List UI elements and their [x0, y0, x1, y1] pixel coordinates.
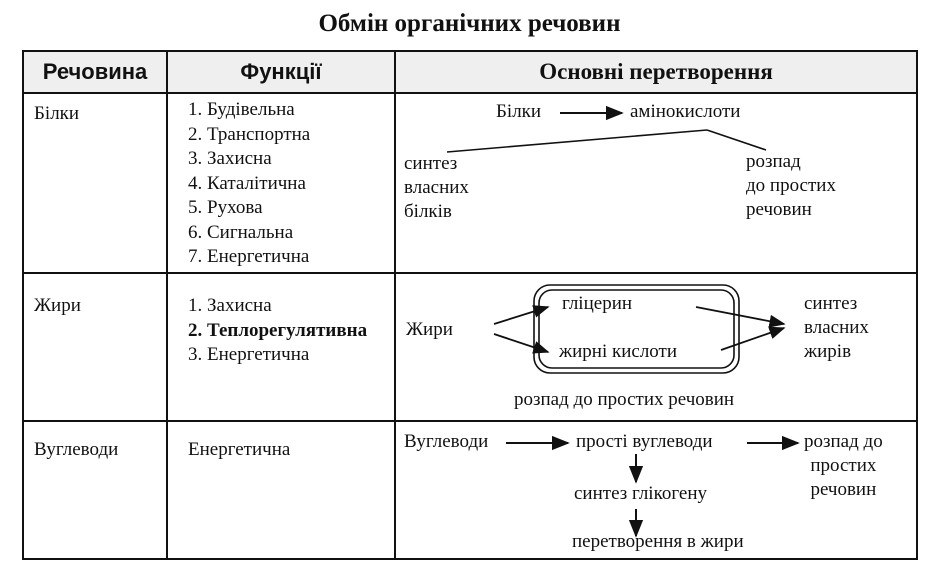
flow-fatty-acids: жирні кислоти — [559, 341, 678, 362]
substance-fats: Жири — [34, 295, 81, 316]
line-amino-to-breakdown — [706, 129, 767, 151]
row-divider-1 — [24, 272, 916, 274]
flow-fats-start: Жири — [406, 319, 453, 340]
header-functions: Функції — [168, 52, 394, 92]
arrow-glycerol-to-synthesis — [695, 306, 786, 328]
function-item: 6. Сигнальна — [188, 221, 294, 243]
metabolism-table: Речовина Функції Основні перетворення Бі… — [22, 50, 918, 560]
transformations-diagram — [446, 105, 800, 538]
products-frame-inner — [538, 289, 735, 369]
flow-amino-acids: амінокислоти — [630, 101, 741, 122]
column-divider-1 — [166, 52, 168, 558]
substance-carbohydrates: Вуглеводи — [34, 439, 119, 460]
arrow-fats-to-glycerol — [493, 305, 550, 325]
flow-carb-breakdown: розпад до простих речовин — [804, 431, 883, 500]
header-transformations: Основні перетворення — [396, 52, 916, 92]
function-item: 1. Будівельна — [188, 99, 295, 120]
flow-glycogen-synthesis: синтез глікогену — [574, 483, 707, 504]
flow-simple-carbs: прості вуглеводи — [576, 431, 713, 452]
line-amino-to-synthesis — [446, 129, 708, 153]
header-substance: Речовина — [24, 52, 166, 92]
function-item: 3. Захисна — [188, 148, 272, 169]
flow-fat-synthesis: синтез власних жирів — [804, 293, 869, 362]
functions-carbohydrates: Енергетична — [188, 439, 291, 460]
function-item: 3. Енергетична — [188, 344, 310, 365]
arrow-fats-to-fatty-acids — [493, 333, 550, 354]
functions-proteins: 1. Будівельна 2. Транспортна 3. Захисна … — [188, 98, 310, 270]
function-item: 4. Каталітична — [188, 172, 306, 194]
flow-carbs-start: Вуглеводи — [404, 431, 489, 452]
products-frame-outer — [533, 284, 740, 374]
row-divider-2 — [24, 420, 916, 422]
flow-protein-breakdown: розпад до простих речовин — [746, 151, 836, 220]
substance-proteins: Білки — [34, 103, 80, 124]
header-divider — [24, 92, 916, 94]
function-item: 5. Рухова — [188, 197, 263, 218]
function-item: 1. Захисна — [188, 295, 272, 316]
function-item: 7. Енергетична — [188, 246, 310, 267]
column-divider-2 — [394, 52, 396, 558]
flow-proteins-start: Білки — [496, 101, 542, 122]
function-item: 2. Теплорегулятивна — [188, 319, 368, 341]
functions-fats: 1. Захисна 2. Теплорегулятивна 3. Енерге… — [188, 294, 367, 368]
flow-protein-synthesis: синтез власних білків — [404, 153, 469, 222]
arrow-fatty-acids-to-synthesis — [720, 326, 786, 351]
function-item: 2. Транспортна — [188, 123, 311, 145]
flow-conversion-to-fats: перетворення в жири — [572, 531, 744, 552]
flow-glycerol: гліцерин — [562, 293, 633, 314]
page-title: Обмін органічних речовин — [318, 10, 621, 37]
flow-fat-breakdown: розпад до простих речовин — [514, 389, 735, 410]
